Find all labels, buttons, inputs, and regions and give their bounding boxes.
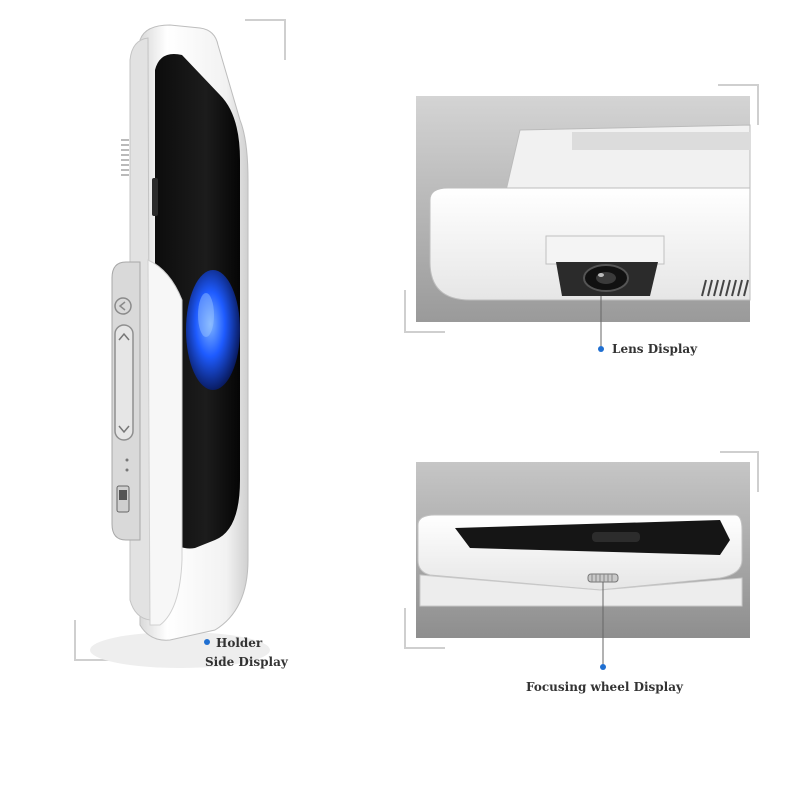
corner-bracket-bottom — [74, 620, 112, 661]
focusing-label-dot — [600, 664, 606, 670]
focusing-label: Focusing wheel Display — [526, 680, 683, 694]
focusing-wheel-panel — [404, 451, 759, 665]
speaker-grille — [121, 139, 129, 176]
lens-display-panel — [404, 84, 759, 346]
volume-rocker — [114, 324, 134, 441]
vent-grille — [701, 279, 749, 297]
lens-label: Lens Display — [612, 342, 698, 356]
holder-label-line2: Side Display — [205, 655, 288, 669]
corner-bracket-top — [245, 19, 286, 60]
chevron-down-icon — [118, 425, 130, 434]
holder-label-dot — [204, 639, 210, 645]
blue-orb-wallpaper — [186, 270, 240, 390]
holder-label-line1: Holder — [216, 636, 263, 650]
chevron-up-icon — [118, 332, 130, 341]
chevron-left-icon — [114, 297, 132, 315]
side-view-device — [74, 19, 286, 668]
lens-label-dot — [598, 346, 604, 352]
